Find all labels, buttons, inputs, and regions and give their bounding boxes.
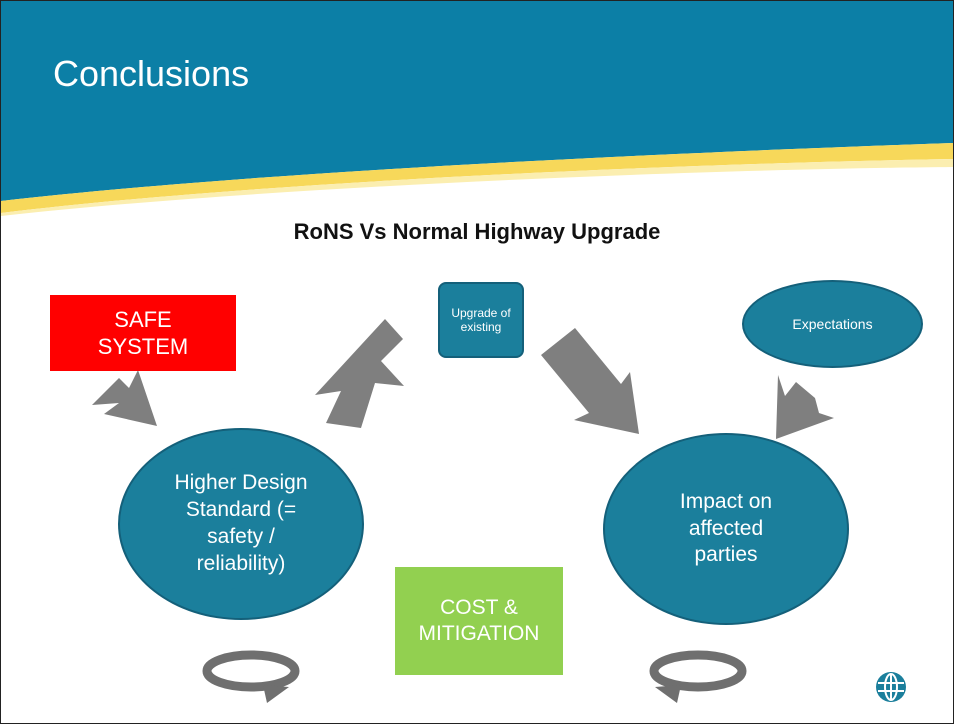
higher-design-standard-label: Higher Design Standard (= safety / relia… bbox=[174, 471, 308, 575]
upgrade-of-existing-label: Upgrade of existing bbox=[451, 305, 511, 334]
expectations-ellipse: Expectations bbox=[742, 280, 923, 368]
expectations-label: Expectations bbox=[792, 316, 873, 332]
cost-mitigation-box: COST & MITIGATION bbox=[395, 567, 563, 675]
upgrade-of-existing-box: Upgrade of existing bbox=[438, 282, 524, 358]
safe-system-box: SAFE SYSTEM bbox=[50, 295, 236, 371]
slide-subtitle: RoNS Vs Normal Highway Upgrade bbox=[293, 219, 661, 244]
impact-affected-parties-label: Impact on affected parties bbox=[679, 489, 773, 567]
circular-arrow-left-icon bbox=[202, 650, 300, 703]
arrow-safe-to-design bbox=[92, 370, 157, 426]
arrow-upgrade-to-design bbox=[315, 319, 404, 428]
slide-title: Conclusions bbox=[53, 53, 250, 94]
header-banner: Conclusions bbox=[1, 1, 953, 216]
arrow-upgrade-to-impact bbox=[541, 328, 639, 434]
arrow-expectations-to-impact bbox=[776, 375, 834, 439]
header-wave-graphic bbox=[1, 1, 953, 216]
cost-mitigation-label: COST & MITIGATION bbox=[418, 595, 540, 645]
globe-logo-icon bbox=[876, 672, 906, 702]
safe-system-label: SAFE SYSTEM bbox=[97, 306, 189, 360]
higher-design-standard-circle: Higher Design Standard (= safety / relia… bbox=[118, 428, 364, 620]
circular-arrow-right-icon bbox=[649, 650, 747, 703]
impact-affected-parties-circle: Impact on affected parties bbox=[603, 433, 849, 625]
